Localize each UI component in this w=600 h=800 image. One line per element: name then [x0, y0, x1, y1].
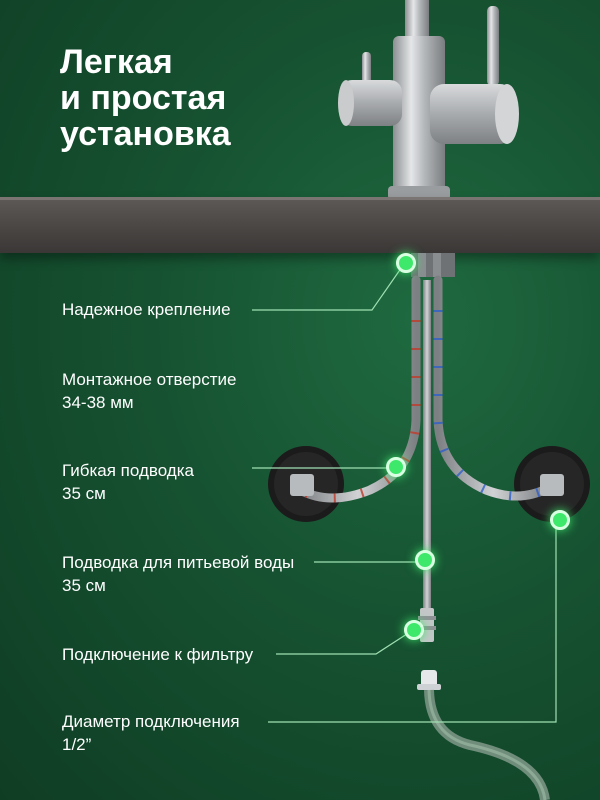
flexible-hose-right	[433, 275, 553, 501]
callout-subtext: 1/2”	[62, 735, 92, 754]
callout-drinking-water: Подводка для питьевой воды 35 см	[62, 551, 294, 597]
headline: Легкая и простая установка	[60, 44, 340, 152]
marker-dot	[415, 550, 435, 570]
callout-text: Подводка для питьевой воды	[62, 553, 295, 572]
headline-line-3: установка	[60, 115, 231, 153]
callout-text: Гибкая подводка	[62, 461, 194, 480]
marker-dot	[404, 620, 424, 640]
callout-text: Подключение к фильтру	[62, 645, 254, 664]
marker-dot	[396, 253, 416, 273]
callout-filter: Подключение к фильтру	[62, 643, 253, 666]
callout-text: Диаметр подключения	[62, 712, 240, 731]
left-cartridge-cap	[338, 80, 354, 126]
flexible-hose-left	[295, 275, 421, 503]
spout-neck	[405, 0, 429, 40]
left-nut	[290, 474, 314, 496]
marker-dot	[550, 510, 570, 530]
right-nut	[540, 474, 564, 496]
leader-line	[276, 631, 411, 655]
handle-left-lever	[362, 52, 371, 86]
countertop	[0, 197, 600, 253]
callout-subtext: 35 см	[62, 484, 106, 503]
faucet-body	[393, 36, 445, 206]
drinking-water-tube	[423, 280, 431, 610]
callout-mount: Надежное крепление	[62, 298, 231, 321]
callout-flex-hose: Гибкая подводка 35 см	[62, 459, 194, 505]
callout-text: Надежное крепление	[62, 300, 231, 319]
right-cartridge	[430, 84, 514, 144]
faucet-base	[388, 186, 450, 200]
callout-subtext: 35 см	[62, 576, 106, 595]
callout-hole: Монтажное отверстие 34-38 мм	[62, 368, 237, 414]
headline-line-2: и простая	[60, 79, 227, 117]
headline-line-1: Легкая	[60, 43, 173, 81]
leader-line	[268, 520, 557, 723]
handle-right-lever	[487, 6, 499, 86]
left-cartridge	[340, 80, 402, 126]
filter-hose	[424, 689, 550, 800]
callout-text: Монтажное отверстие	[62, 370, 237, 389]
callout-subtext: 34-38 мм	[62, 393, 134, 412]
callout-diameter: Диаметр подключения 1/2”	[62, 710, 240, 756]
right-cartridge-cap	[495, 84, 519, 144]
marker-dot	[386, 457, 406, 477]
leader-line	[252, 263, 405, 311]
